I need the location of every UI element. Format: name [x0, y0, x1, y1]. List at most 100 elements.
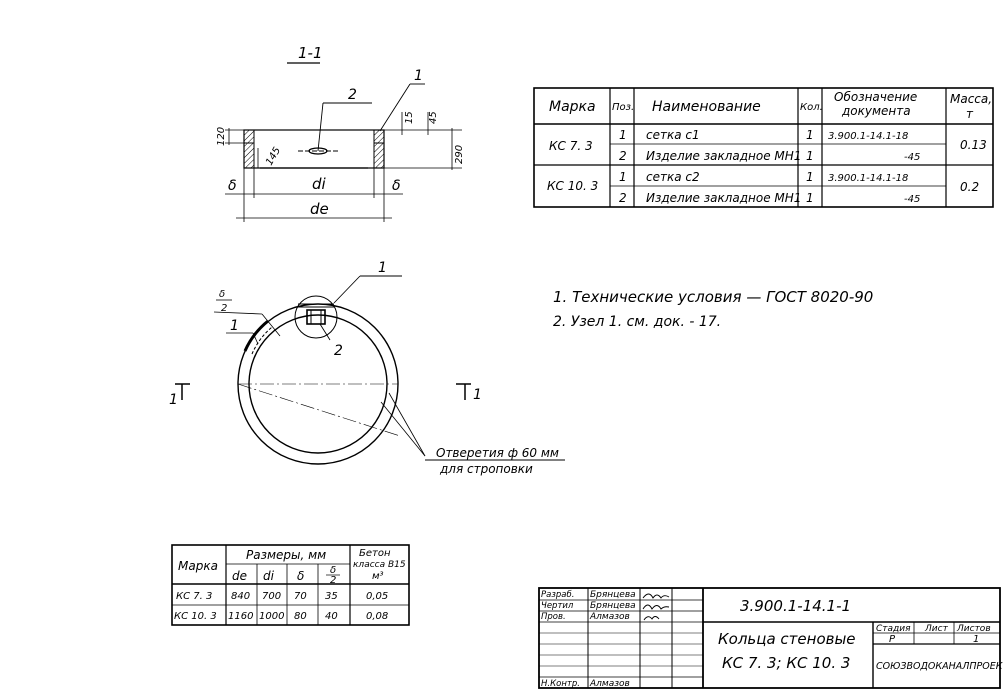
spec-g2-r1-name: сетка с2	[646, 170, 700, 184]
dim-delta-left: δ	[228, 178, 237, 194]
document-title-2: КС 7. 3; КС 10. 3	[722, 654, 850, 672]
spec-header-mark: Марка	[549, 99, 596, 115]
spec-g1-r1-qty: 1	[806, 128, 814, 142]
plan-view: 1 2 δ 2 1 Отверетия ф 60 мм для строповк…	[169, 260, 565, 476]
dims-row-1-half: 35	[325, 591, 338, 602]
staff-1-name: Брянцева	[590, 590, 636, 600]
note-2: 2. Узел 1. см. док. - 17.	[553, 314, 721, 330]
spec-group-1-mass: 0.13	[960, 138, 987, 152]
dims-row-1-delta: 70	[294, 591, 307, 602]
dims-header-di: di	[263, 569, 275, 583]
spec-header-name: Наименование	[652, 99, 761, 115]
dim-15: 15	[404, 111, 415, 124]
dim-290: 290	[454, 145, 465, 164]
title-block	[538, 587, 1001, 689]
staff-2-role: Чертил	[541, 601, 574, 611]
dims-table	[171, 544, 410, 626]
dims-header-delta: δ	[297, 569, 304, 583]
dim-45: 45	[428, 111, 439, 124]
dims-header-mark: Марка	[178, 559, 218, 573]
organization: СОЮЗВОДОКАНАЛПРОЕКТ	[876, 661, 1003, 672]
spec-header-qty: Кол.	[800, 102, 823, 113]
section-view: 1-1 2 1 120 290 15 45 145	[216, 44, 465, 222]
dims-row-1-di: 700	[262, 591, 281, 602]
spec-group-1-mark: КС 7. 3	[549, 139, 593, 153]
spec-g1-r1-doc: 3.900.1-14.1-18	[828, 131, 908, 142]
dims-row-2-mark: КС 10. 3	[174, 611, 217, 622]
dims-row-2-half: 40	[325, 611, 338, 622]
sheets-label: Листов	[956, 624, 991, 634]
stage-label: Стадия	[876, 624, 911, 634]
spec-g1-r2-doc: -45	[904, 152, 920, 163]
staff-3-name: Алмазов	[589, 612, 630, 622]
spec-g1-r2-pos: 2	[619, 149, 627, 163]
spec-table	[533, 87, 994, 208]
notes: 1. Технические условия — ГОСТ 8020-90 2.…	[553, 288, 873, 330]
note-1: 1. Технические условия — ГОСТ 8020-90	[553, 288, 873, 306]
spec-g1-r2-name: Изделие закладное МН1	[646, 149, 801, 163]
dims-row-2-de: 1160	[228, 611, 253, 622]
holes-note-line1: Отверетия ф 60 мм	[436, 446, 559, 460]
section-title: 1-1	[298, 44, 323, 62]
dim-delta-right: δ	[392, 178, 401, 194]
delta-half-numerator: δ	[219, 289, 225, 300]
holes-leader-2	[380, 401, 426, 457]
dims-row-1-vol: 0,05	[366, 591, 388, 602]
spec-group-2-mark: КС 10. 3	[547, 179, 598, 193]
spec-header-pos: Поз.	[612, 102, 634, 113]
signature-2	[642, 604, 670, 610]
signature-1	[642, 593, 670, 599]
spec-g2-r1-pos: 1	[619, 170, 627, 184]
control-name: Алмазов	[589, 679, 630, 689]
control-role: Н.Контр.	[541, 679, 580, 689]
spec-table-text: Марка Поз. Наименование Кол. Обозначение…	[547, 90, 992, 205]
dims-row-2-vol: 0,08	[366, 611, 388, 622]
dims-header-de: de	[232, 569, 247, 583]
dim-de: de	[310, 200, 329, 218]
section-mark-right-label: 1	[473, 387, 482, 403]
stage-value: Р	[889, 634, 896, 645]
mesh-arc	[243, 319, 269, 352]
dims-row-1-de: 840	[231, 591, 250, 602]
callout-1-top: 1	[414, 68, 423, 84]
dim-120: 120	[216, 127, 227, 146]
signature-3	[643, 616, 660, 621]
spec-g2-r2-name: Изделие закладное МН1	[646, 191, 801, 205]
spec-g1-r1-pos: 1	[619, 128, 627, 142]
section-mark-left-label: 1	[169, 392, 178, 408]
node-1-circle	[294, 295, 338, 339]
spec-header-mass-1: Масса,	[950, 92, 992, 106]
sheets-value: 1	[973, 634, 979, 645]
dims-row-2-delta: 80	[294, 611, 307, 622]
title-block-text: Разраб. Брянцева Чертил Брянцева Пров. А…	[541, 590, 1003, 689]
dims-header-half-num: δ	[330, 565, 336, 576]
spec-g2-r2-doc: -45	[904, 194, 920, 205]
dims-row-2-di: 1000	[259, 611, 284, 622]
dim-145: 145	[264, 145, 283, 167]
spec-g1-r1-name: сетка с1	[646, 128, 700, 142]
document-code: 3.900.1-14.1-1	[740, 597, 851, 615]
dims-header-concrete-2: класса В15	[353, 560, 406, 570]
sheet-label: Лист	[924, 624, 949, 634]
dims-header-sizes: Размеры, мм	[246, 548, 326, 562]
right-wall-hatch	[373, 129, 385, 169]
holes-note-line2: для строповки	[439, 462, 533, 476]
left-wall-hatch	[243, 129, 255, 169]
spec-g2-r2-pos: 2	[619, 191, 627, 205]
dim-di: di	[312, 175, 327, 193]
spec-g1-r2-qty: 1	[806, 149, 814, 163]
callout-2-plan: 2	[334, 343, 343, 359]
dims-table-text: Марка Размеры, мм de di δ δ 2 Бетон клас…	[174, 548, 406, 622]
spec-g2-r1-doc: 3.900.1-14.1-18	[828, 173, 908, 184]
delta-half-denominator: 2	[221, 303, 227, 314]
callout-1-plan: 1	[378, 260, 387, 276]
document-title-1: Кольца стеновые	[718, 630, 856, 648]
callout-2-top: 2	[348, 87, 357, 103]
spec-g2-r1-qty: 1	[806, 170, 814, 184]
dims-row-1-mark: КС 7. 3	[176, 591, 212, 602]
staff-3-role: Пров.	[541, 612, 566, 622]
spec-header-doc-1: Обозначение	[834, 90, 917, 104]
staff-2-name: Брянцева	[590, 601, 636, 611]
